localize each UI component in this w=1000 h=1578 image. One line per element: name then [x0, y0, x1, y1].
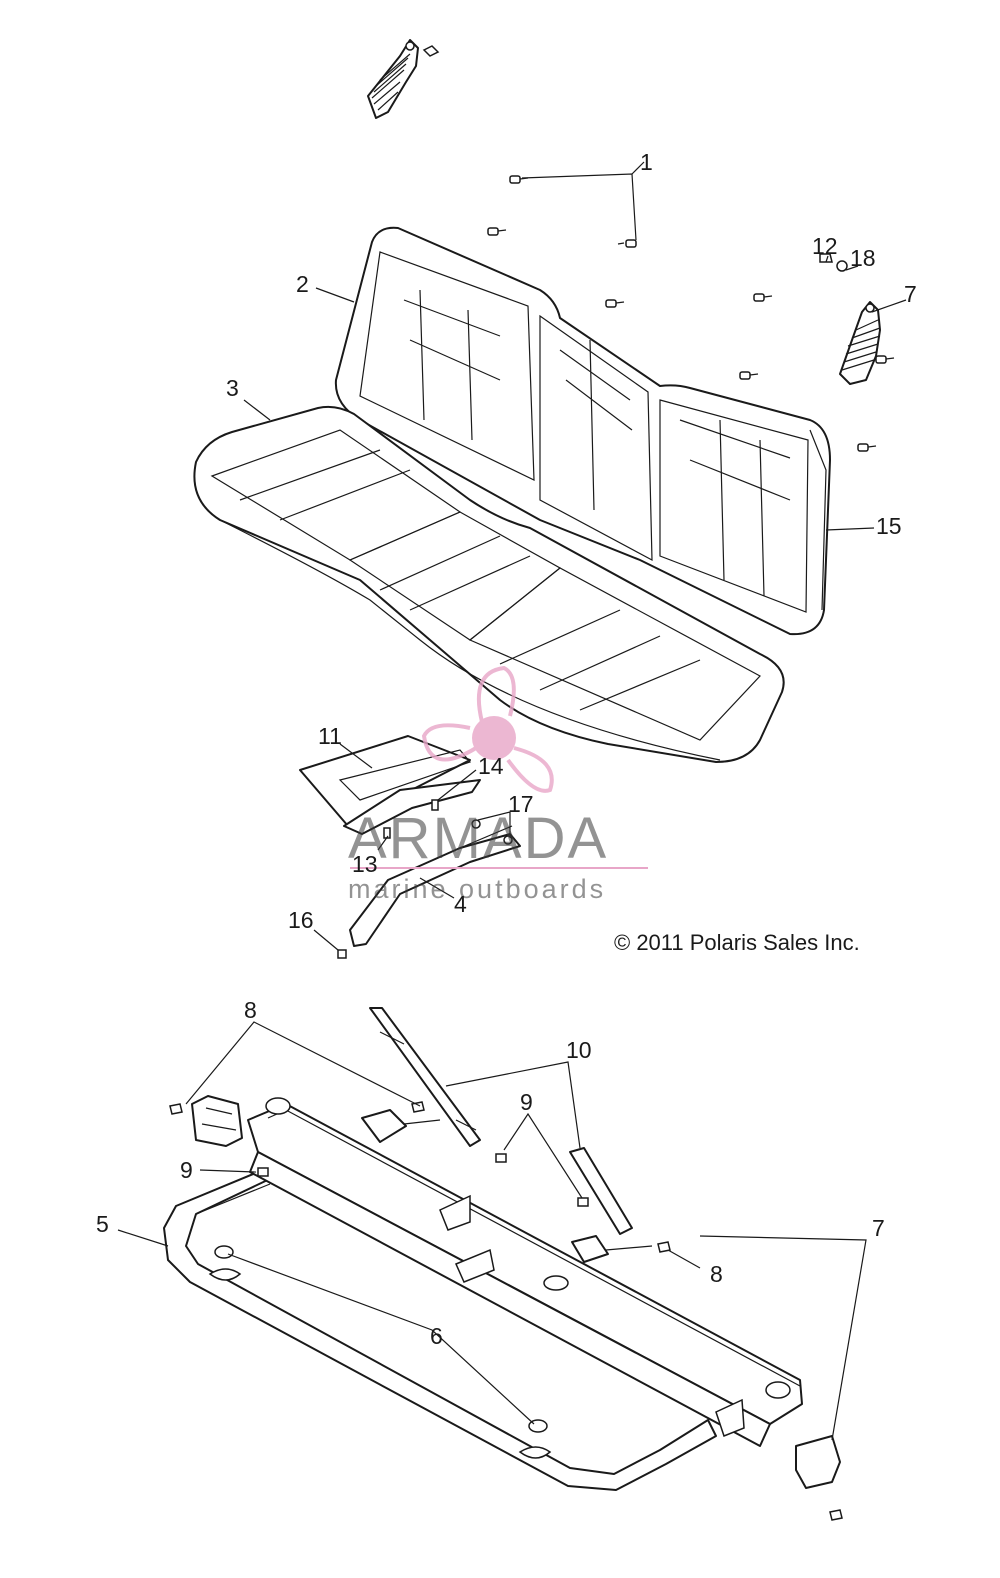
callout-labels: 1 2 3 4 5 6 7 7 8 8 9 9 10 11 12 13 14 1… — [96, 149, 917, 1349]
callout-16: 16 — [288, 907, 314, 933]
callout-13: 13 — [352, 851, 378, 877]
callout-18: 18 — [850, 245, 876, 271]
copyright-notice: © 2011 Polaris Sales Inc. — [614, 930, 860, 955]
seat-bracket-assembly — [299, 735, 521, 959]
callout-3: 3 — [226, 375, 239, 401]
callout-7-top: 7 — [904, 281, 917, 307]
callout-9-left: 9 — [180, 1157, 193, 1183]
callout-2: 2 — [296, 271, 309, 297]
retractor-top — [367, 39, 440, 119]
callout-8-left: 8 — [244, 997, 257, 1023]
callout-14: 14 — [478, 753, 504, 779]
callout-15: 15 — [876, 513, 902, 539]
callout-17: 17 — [508, 791, 534, 817]
callout-4: 4 — [454, 891, 467, 917]
seat-base-crossmember — [247, 1097, 803, 1447]
watermark-logo: ARMADA marine outboards — [348, 665, 648, 904]
seat-back — [334, 226, 831, 636]
retractor-right — [819, 253, 881, 385]
callout-6: 6 — [430, 1323, 443, 1349]
buckles-and-belts — [169, 1007, 843, 1521]
callout-10: 10 — [566, 1037, 592, 1063]
seat-bottom — [193, 405, 785, 763]
callout-9-top: 9 — [520, 1089, 533, 1115]
callout-8-right: 8 — [710, 1261, 723, 1287]
watermark-tagline: marine outboards — [348, 874, 606, 904]
callout-12: 12 — [812, 233, 838, 259]
watermark-brand: ARMADA — [348, 806, 608, 871]
screws-part-1 — [487, 175, 895, 452]
callout-11: 11 — [318, 723, 342, 749]
propeller-icon — [421, 665, 554, 793]
callout-5: 5 — [96, 1211, 109, 1237]
callout-7-bottom: 7 — [872, 1215, 885, 1241]
seat-frame — [163, 1171, 717, 1491]
leader-lines — [117, 161, 907, 1441]
callout-1: 1 — [640, 149, 653, 175]
